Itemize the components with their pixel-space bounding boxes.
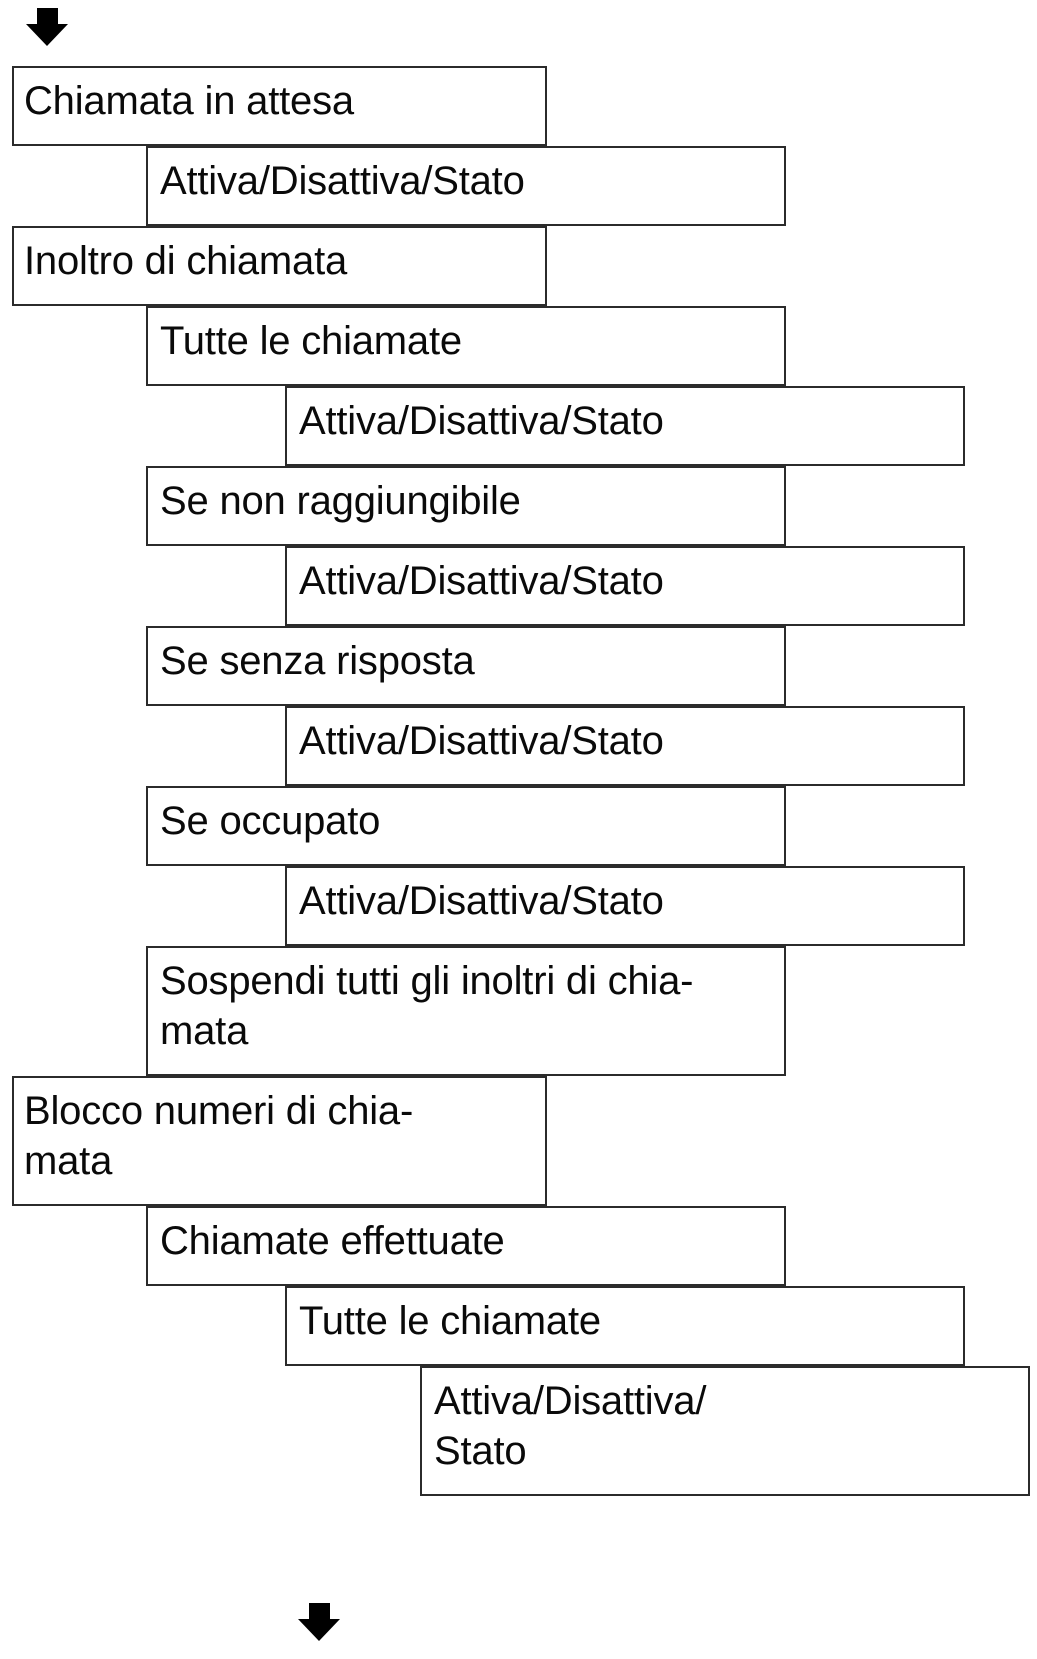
node-se-non-raggiungibile[interactable]: Se non raggiungibile xyxy=(146,466,786,546)
node-label: Attiva/Disattiva/Stato xyxy=(160,159,525,203)
node-label: Se senza risposta xyxy=(160,639,475,683)
node-blocco-numeri-di-chiamata[interactable]: Blocco numeri di chia- mata xyxy=(12,1076,547,1206)
node-attiva-disattiva-stato-4[interactable]: Attiva/Disattiva/Stato xyxy=(285,706,965,786)
node-tutte-le-chiamate-2[interactable]: Tutte le chiamate xyxy=(285,1286,965,1366)
node-label: Tutte le chiamate xyxy=(160,319,462,363)
node-attiva-disattiva-stato-6[interactable]: Attiva/Disattiva/ Stato xyxy=(420,1366,1030,1496)
node-se-senza-risposta[interactable]: Se senza risposta xyxy=(146,626,786,706)
node-label: Attiva/Disattiva/ Stato xyxy=(434,1379,707,1473)
node-tutte-le-chiamate-1[interactable]: Tutte le chiamate xyxy=(146,306,786,386)
node-label: Chiamate effettuate xyxy=(160,1219,505,1263)
node-label: Blocco numeri di chia- mata xyxy=(24,1089,414,1183)
node-sospendi-tutti-gli-inoltri-di-chiamata[interactable]: Sospendi tutti gli inoltri di chia- mata xyxy=(146,946,786,1076)
node-chiamate-effettuate[interactable]: Chiamate effettuate xyxy=(146,1206,786,1286)
node-se-occupato[interactable]: Se occupato xyxy=(146,786,786,866)
node-inoltro-di-chiamata[interactable]: Inoltro di chiamata xyxy=(12,226,547,306)
node-attiva-disattiva-stato-1[interactable]: Attiva/Disattiva/Stato xyxy=(146,146,786,226)
node-attiva-disattiva-stato-5[interactable]: Attiva/Disattiva/Stato xyxy=(285,866,965,946)
node-label: Sospendi tutti gli inoltri di chia- mata xyxy=(160,959,694,1053)
node-label: Attiva/Disattiva/Stato xyxy=(299,719,664,763)
node-label: Attiva/Disattiva/Stato xyxy=(299,399,664,443)
node-label: Se non raggiungibile xyxy=(160,479,521,523)
node-label: Chiamata in attesa xyxy=(24,79,354,123)
node-label: Inoltro di chiamata xyxy=(24,239,348,283)
node-label: Tutte le chiamate xyxy=(299,1299,601,1343)
node-label: Attiva/Disattiva/Stato xyxy=(299,879,664,923)
node-attiva-disattiva-stato-2[interactable]: Attiva/Disattiva/Stato xyxy=(285,386,965,466)
node-attiva-disattiva-stato-3[interactable]: Attiva/Disattiva/Stato xyxy=(285,546,965,626)
node-label: Se occupato xyxy=(160,799,381,843)
node-label: Attiva/Disattiva/Stato xyxy=(299,559,664,603)
node-chiamata-in-attesa[interactable]: Chiamata in attesa xyxy=(12,66,547,146)
